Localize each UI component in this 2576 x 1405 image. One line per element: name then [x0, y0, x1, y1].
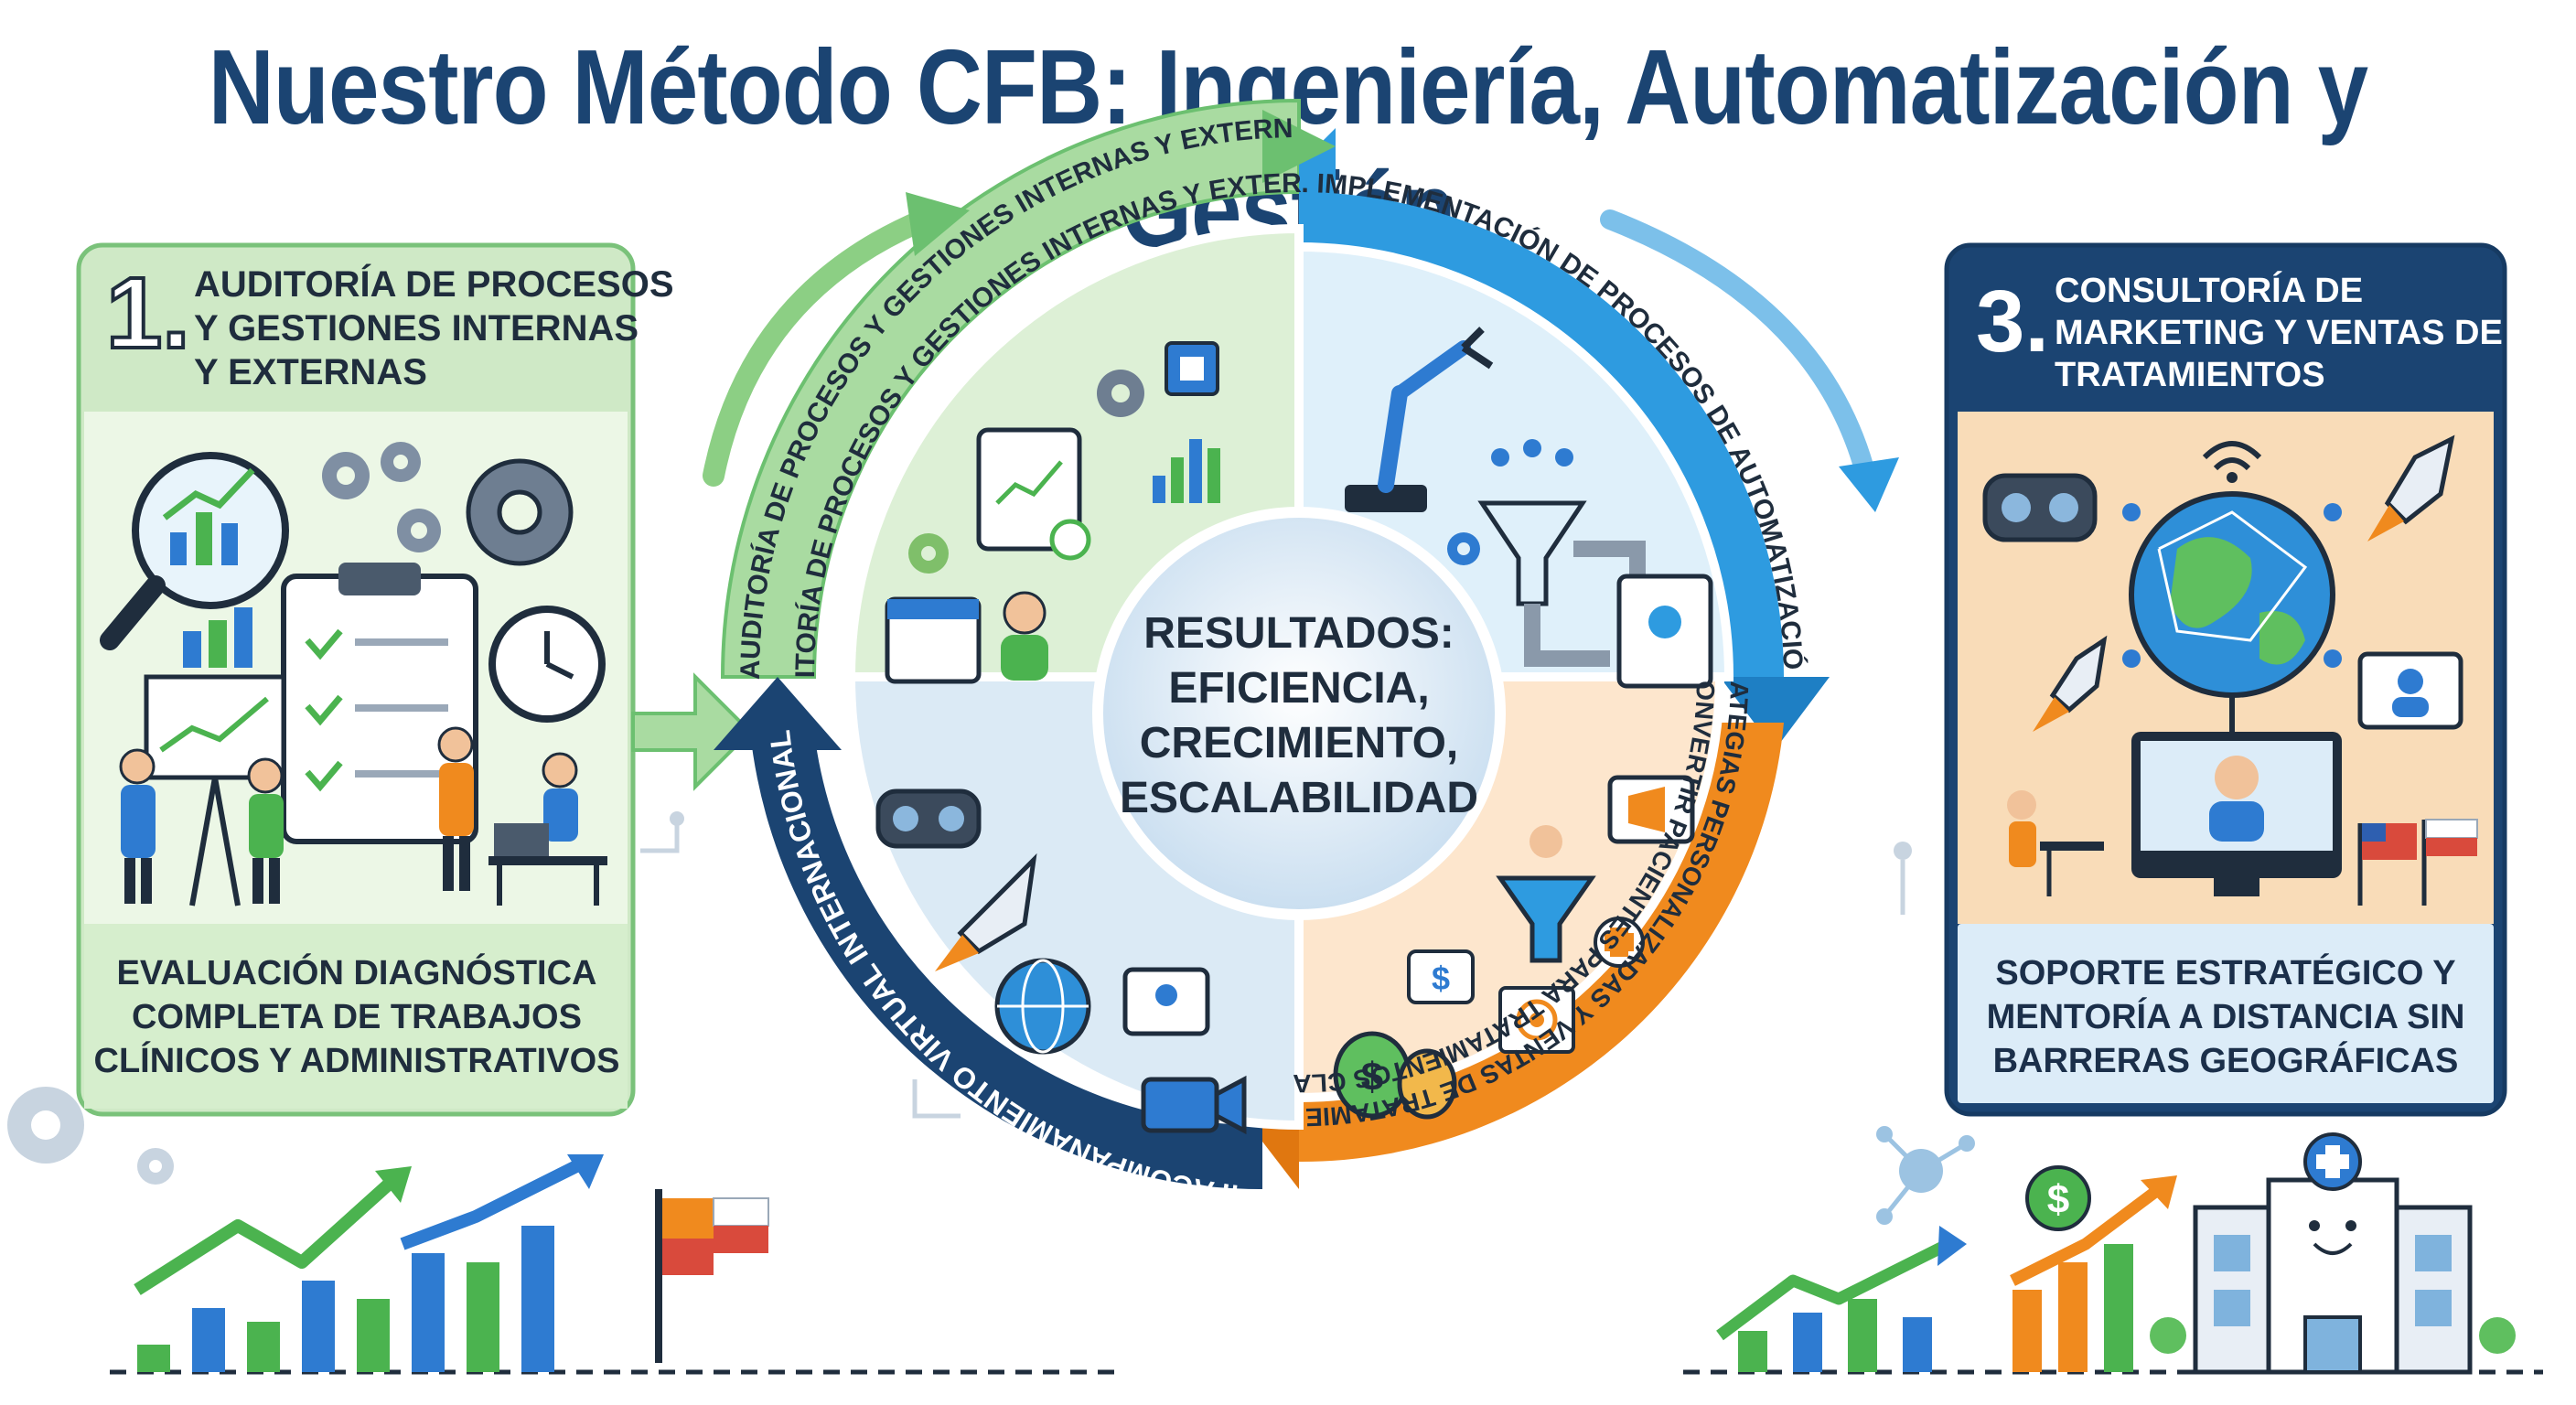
- right-panel-header-line-1: CONSULTORÍA DE: [2055, 270, 2363, 310]
- ring-band-q3: [1299, 723, 1784, 1163]
- q1-calendar-icon: [885, 596, 982, 684]
- vr-headset-icon: [1982, 473, 2098, 542]
- video-call-icon: [2131, 651, 2463, 896]
- left-panel-footer-line-1: EVALUACIÓN DIAGNÓSTICA: [117, 952, 597, 992]
- q1-person-icon: [1001, 591, 1048, 681]
- bottom-left-flag-icon: [655, 1189, 769, 1363]
- q2-robot-arm-icon: [1345, 327, 1494, 512]
- ring-band-q1-arrowhead: [1262, 110, 1336, 183]
- bar-chart-icon: [183, 607, 252, 668]
- q2-funnel-icon: [1477, 439, 1587, 606]
- left-panel-number: 1.: [106, 257, 190, 370]
- left-panel-header-line-1: AUDITORÍA DE PROCESOS: [194, 263, 674, 305]
- magnifier-chart-icon: [100, 452, 289, 650]
- outer-green-arrowhead: [906, 192, 970, 256]
- center-line-4: ESCALABILIDAD: [1120, 774, 1478, 822]
- q3-money-bag-symbol: $: [1361, 1055, 1383, 1099]
- left-panel-header-line-2: Y GESTIONES INTERNAS: [194, 308, 639, 349]
- bottom-right-dollar-symbol: $: [2047, 1177, 2069, 1222]
- right-panel-footer-line-3: BARRERAS GEOGRÁFICAS: [1993, 1040, 2459, 1080]
- q4-vr-headset-icon: [875, 788, 982, 849]
- q3-megaphone-icon: [1607, 775, 1695, 844]
- q4-video-chat-icon: [1122, 967, 1210, 1036]
- left-to-ring-arrow: [631, 672, 753, 791]
- left-panel-footer-line-3: CLÍNICOS Y ADMINISTRATIVOS: [94, 1040, 620, 1080]
- q4-rocket-icon: [935, 853, 1037, 971]
- arrow-to-right-panel-head: [1839, 457, 1899, 512]
- q1-clipboard-chart-icon: [976, 427, 1091, 561]
- ring-band-q4: [750, 732, 1262, 1190]
- team-people-icon: [119, 726, 607, 906]
- bottom-right-growth-chart-icon: [1683, 1175, 2543, 1375]
- ring-band-q1: [720, 98, 1301, 679]
- flags-icon: [2357, 819, 2478, 906]
- center-circle: [1092, 507, 1506, 920]
- q4-camera-icon: [1141, 1075, 1247, 1135]
- q1-chip-icon: [1165, 341, 1219, 396]
- q3-plus-icon: [1594, 917, 1645, 968]
- ring-band-q4-arrowhead: [714, 677, 842, 750]
- q4-globe-icon: [994, 958, 1091, 1055]
- bottom-left-growth-chart-icon: [110, 1154, 1125, 1375]
- q2-gear-icon: [1447, 532, 1480, 565]
- q3-target-icon: [1498, 986, 1575, 1054]
- bottom-right-dollar-icon: $: [2025, 1165, 2091, 1231]
- arrow-to-right-panel: [1600, 209, 1876, 486]
- ring-band-q2: [1299, 192, 1784, 677]
- center-line-2: EFICIENCIA,: [1168, 664, 1429, 713]
- desk-person-icon: [2007, 790, 2104, 896]
- right-panel-header-line-2: MARKETING Y VENTAS DE: [2055, 314, 2503, 352]
- left-panel-header-line-3: Y EXTERNAS: [194, 352, 427, 392]
- q3-money-bags-icon: $: [1333, 1031, 1457, 1120]
- bottom-left-gear-icon: [7, 1087, 174, 1185]
- circuit-lines-left: [640, 811, 961, 1119]
- hospital-building-icon: [2150, 1132, 2516, 1375]
- q2-pipes-icon: [1524, 541, 1646, 667]
- q1-bar-chart-icon: [1153, 439, 1220, 503]
- right-panel-footer-line-2: MENTORÍA A DISTANCIA SIN: [1987, 996, 2465, 1036]
- center-line-3: CRECIMIENTO,: [1140, 719, 1458, 767]
- rocket-icon: [2033, 434, 2455, 732]
- right-panel-footer-line-1: SOPORTE ESTRATÉGICO Y: [1995, 952, 2455, 992]
- q1-gear-icon: [908, 370, 1144, 574]
- right-panel-header-line-3: TRATAMIENTOS: [2055, 356, 2325, 394]
- gear-icon: [322, 442, 574, 566]
- outer-green-arrow: [703, 209, 935, 487]
- q3-funnel-person-icon: [1496, 825, 1596, 963]
- q3-dollar-bubble-symbol: $: [1432, 960, 1450, 997]
- q2-screen-click-icon: [1616, 574, 1713, 689]
- network-node-icon: [1876, 842, 1975, 1225]
- right-panel-number: 3.: [1976, 273, 2049, 370]
- center-line-1: RESULTADOS:: [1143, 609, 1454, 658]
- wifi-icon: [2202, 441, 2262, 483]
- ring-band-q2-arrowhead: [1720, 677, 1830, 750]
- clock-icon: [488, 606, 606, 723]
- q3-dollar-bubble-icon: $: [1407, 949, 1475, 1004]
- globe-network-icon: [2122, 491, 2342, 732]
- left-panel-footer-line-2: COMPLETA DE TRABAJOS: [132, 998, 582, 1036]
